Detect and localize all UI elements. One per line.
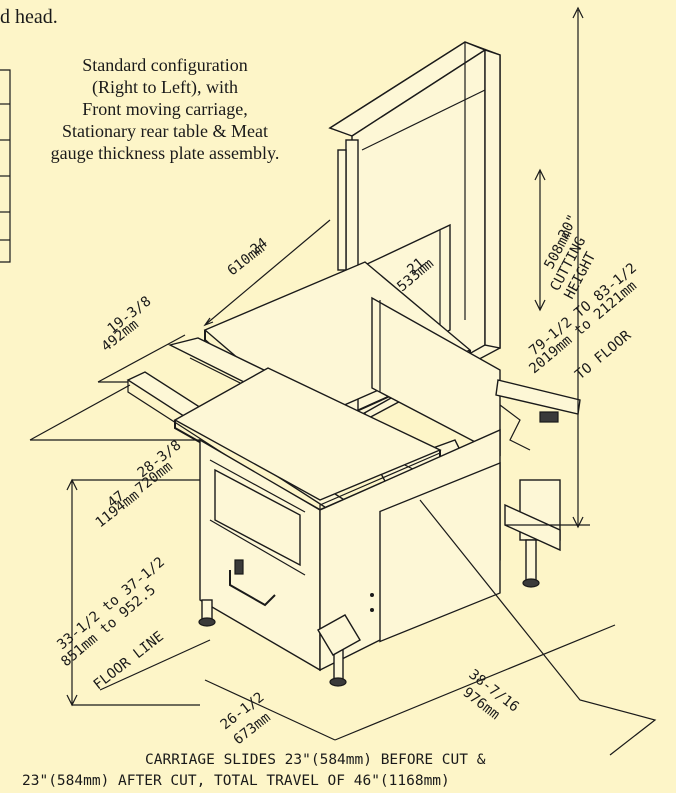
caption-line: Stationary rear table & Meat: [62, 121, 268, 141]
base-cabinet: [198, 428, 561, 687]
note-line-2: 23"(584mm) AFTER CUT, TOTAL TRAVEL OF 46…: [22, 773, 450, 789]
caption-line: Standard configuration: [82, 55, 248, 75]
caption-line: (Right to Left), with: [92, 77, 238, 97]
table-edge: [0, 69, 11, 263]
carriage-travel-note: CARRIAGE SLIDES 23"(584mm) BEFORE CUT & …: [22, 752, 486, 789]
dimension-lines: [29, 6, 657, 756]
caption-line: Front moving carriage,: [82, 99, 248, 119]
configuration-caption: Standard configuration (Right to Left), …: [12, 54, 318, 164]
meat-gauge-plate: [371, 296, 581, 457]
header-fragment: d head.: [0, 6, 58, 28]
caption-line: gauge thickness plate assembly.: [50, 143, 280, 163]
dim-24-mm: 610mm: [225, 241, 268, 280]
note-line-1: CARRIAGE SLIDES 23"(584mm) BEFORE CUT &: [145, 752, 486, 768]
